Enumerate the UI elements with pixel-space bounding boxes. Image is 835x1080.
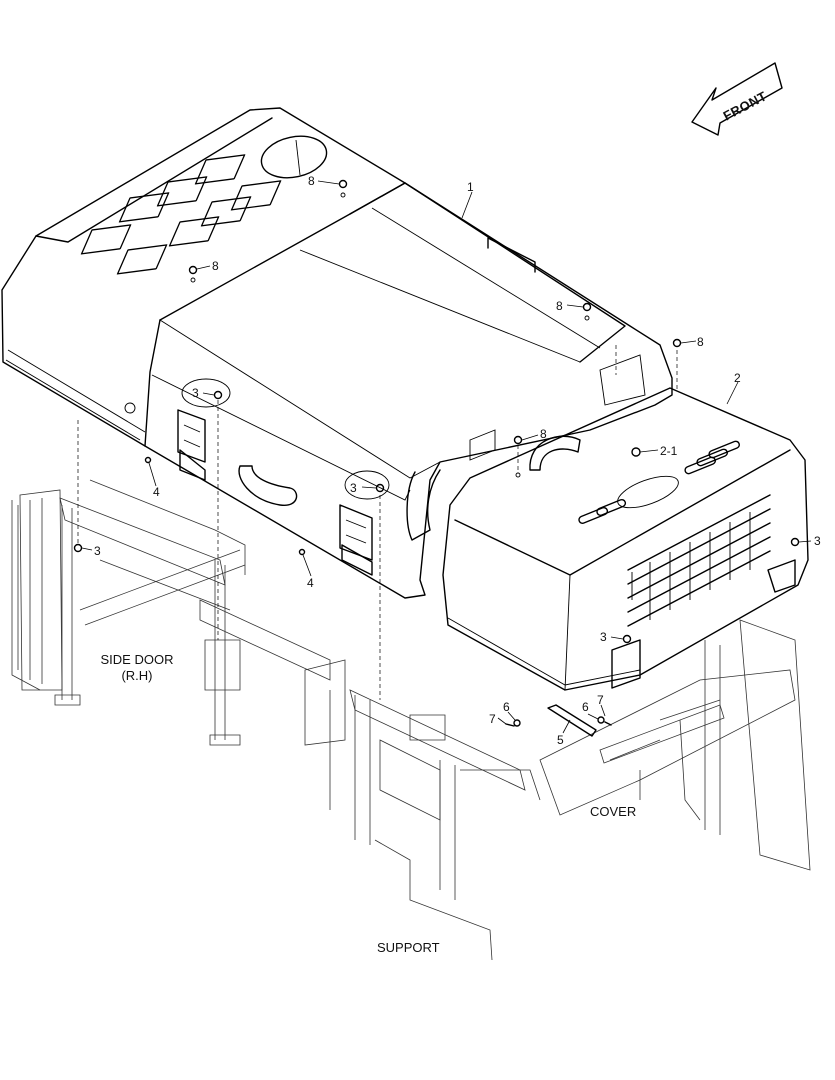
- component-labels: SIDE DOOR (R.H) COVER SUPPORT: [101, 652, 637, 955]
- fasteners: [73, 179, 800, 727]
- callout-8-a: 8: [308, 174, 315, 188]
- hood-handle: [487, 237, 536, 273]
- callout-8-d: 8: [697, 335, 704, 349]
- callout-5: 5: [557, 733, 564, 747]
- callout-labels: 1 2 2-1 3 3 3 3 3 4 4 5 6 6 7 7 8 8 8 8 …: [94, 174, 821, 747]
- detail-circle-right: [344, 470, 390, 500]
- support-frame: [19, 489, 526, 961]
- assembly-guide-lines: [77, 345, 678, 700]
- cover-bracket-side: [767, 559, 796, 593]
- leader-lines: [81, 180, 812, 734]
- side-door-label: SIDE DOOR: [101, 652, 174, 667]
- door-latch-right: [339, 504, 373, 576]
- engine-hood-assembly: [1, 107, 673, 599]
- callout-4-a: 4: [153, 485, 160, 499]
- front-arrow-label: FRONT: [721, 88, 770, 123]
- cover-label: COVER: [590, 804, 636, 819]
- support-label: SUPPORT: [377, 940, 440, 955]
- cover-frame: [460, 619, 811, 871]
- callout-4-b: 4: [307, 576, 314, 590]
- callout-7-a: 7: [489, 712, 496, 726]
- callout-3-d: 3: [814, 534, 821, 548]
- emblem: [124, 402, 136, 414]
- callout-6-a: 6: [503, 700, 510, 714]
- cover-bracket-front: [611, 639, 641, 689]
- side-handle: [238, 465, 298, 506]
- callout-2-1: 2-1: [660, 444, 678, 458]
- callout-3-e: 3: [600, 630, 607, 644]
- exhaust-opening: [260, 135, 328, 179]
- door-latch-left: [177, 409, 206, 481]
- detail-circle-left: [181, 378, 231, 408]
- side-door-sublabel: (R.H): [121, 668, 152, 683]
- stay-rod: [547, 704, 597, 737]
- callout-3-a: 3: [192, 386, 199, 400]
- front-direction-arrow: FRONT: [691, 62, 783, 136]
- callout-3-b: 3: [350, 481, 357, 495]
- callout-1: 1: [467, 180, 474, 194]
- callout-8-e: 8: [540, 427, 547, 441]
- callout-8-b: 8: [212, 259, 219, 273]
- cover-side-louvers: [627, 494, 771, 627]
- cover-handle: [529, 435, 581, 471]
- cover-top-slots: [578, 440, 740, 524]
- callout-7-b: 7: [597, 693, 604, 707]
- callout-6-b: 6: [582, 700, 589, 714]
- callout-3-c: 3: [94, 544, 101, 558]
- callout-2: 2: [734, 371, 741, 385]
- hood-vent-grille: [80, 154, 282, 275]
- engine-cover: [442, 387, 809, 737]
- side-door-rh: [11, 479, 246, 691]
- callout-8-c: 8: [556, 299, 563, 313]
